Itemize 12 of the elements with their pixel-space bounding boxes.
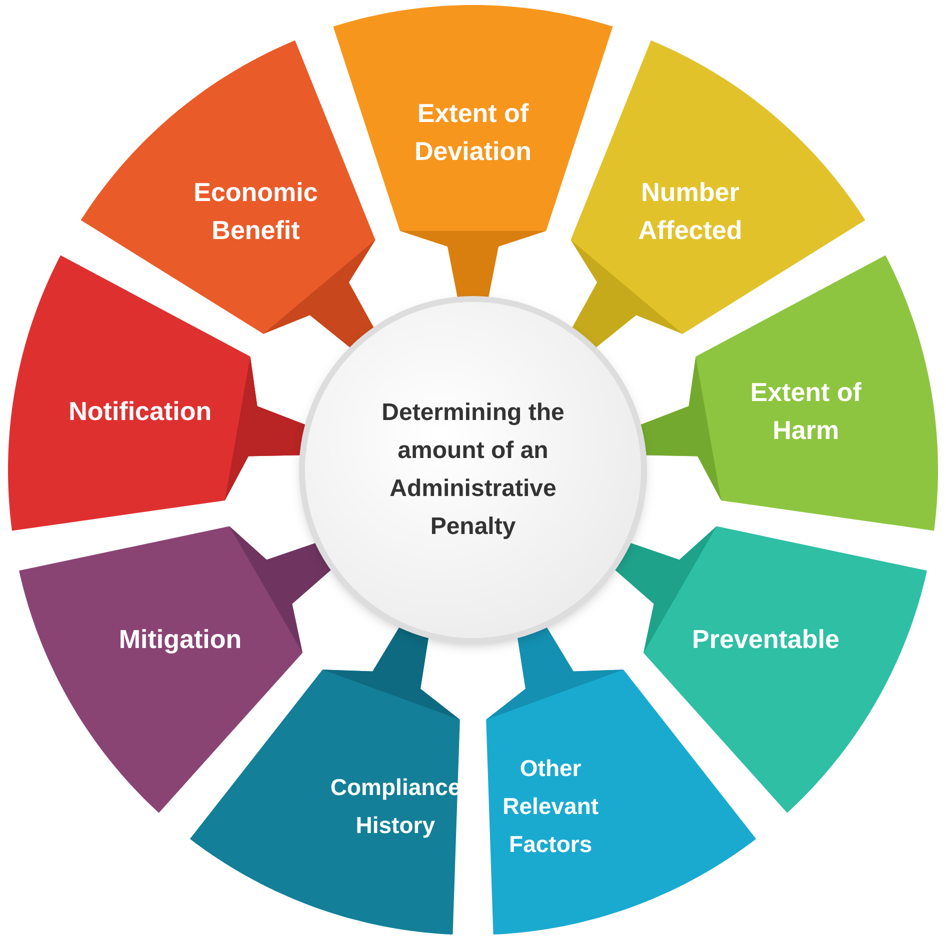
segment-label: Extent of Harm xyxy=(749,376,862,448)
segment-label: Economic Benefit xyxy=(192,176,319,248)
segment-label: Mitigation xyxy=(118,623,242,656)
wheel-segment xyxy=(80,40,376,350)
segment-label: Other Relevant Factors xyxy=(502,754,600,860)
wheel-segment xyxy=(570,40,866,350)
segment-label: Compliance History xyxy=(330,773,460,840)
center-title: Determining the amount of an Administrative Penalty xyxy=(380,398,566,542)
segment-label: Extent of Deviation xyxy=(413,97,533,168)
segment-label: Preventable xyxy=(692,623,840,656)
segment-label: Notification xyxy=(68,395,212,428)
segment-label: Number Affected xyxy=(637,176,744,248)
